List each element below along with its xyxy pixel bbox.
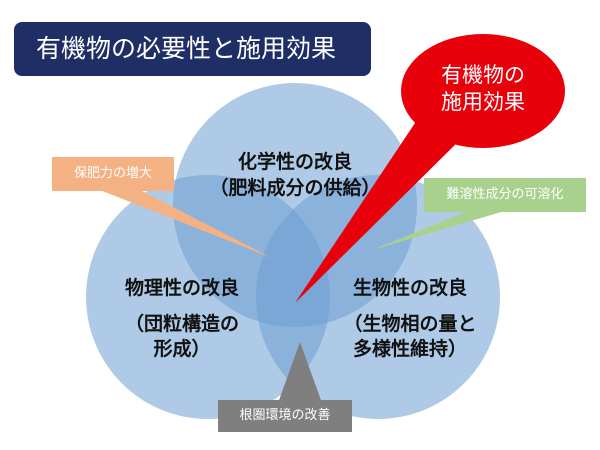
chemical-line2: （肥料成分の供給） [209, 176, 381, 199]
callout-rhizosphere-box [218, 400, 352, 432]
callout-fertility-pointer [100, 190, 272, 258]
red-callout-line2: 施用効果 [441, 90, 525, 115]
circle-biological [256, 175, 500, 419]
biological-line1: 生物性の改良 [352, 277, 467, 299]
physical-line1: 物理性の改良 [124, 277, 239, 299]
red-callout-oval [401, 34, 565, 148]
callout-rhizosphere-pointer [278, 342, 322, 403]
callout-solubilization-pointer [372, 208, 515, 250]
red-callout-pointer [295, 108, 468, 303]
callout-rhizosphere-text: 根圏環境の改善 [239, 408, 331, 423]
physical-line2: （団粒構造の [124, 312, 239, 335]
callout-solubilization-text: 難溶性成分の可溶化 [446, 187, 564, 202]
callout-fertility-box [52, 157, 174, 191]
circle-biological-label: 生物性の改良 （生物相の量と 多様性維持） [320, 276, 500, 363]
physical-line3: 形成） [153, 338, 211, 361]
callout-solubilization-box [424, 178, 586, 212]
biological-line2: （生物相の量と [343, 312, 477, 335]
callout-fertility-text: 保肥力の増大 [73, 166, 152, 181]
chemical-line1: 化学性の改良 [237, 151, 352, 173]
biological-line3: 多様性維持） [352, 338, 467, 361]
circle-physical-label: 物理性の改良 （団粒構造の 形成） [92, 276, 272, 363]
red-callout-text: 有機物の 施用効果 [405, 62, 561, 117]
circle-physical [86, 175, 330, 419]
red-callout-line1: 有機物の [441, 63, 525, 87]
circle-chemical-label: 化学性の改良 （肥料成分の供給） [195, 150, 395, 201]
page-title: 有機物の必要性と施用効果 [14, 22, 371, 76]
